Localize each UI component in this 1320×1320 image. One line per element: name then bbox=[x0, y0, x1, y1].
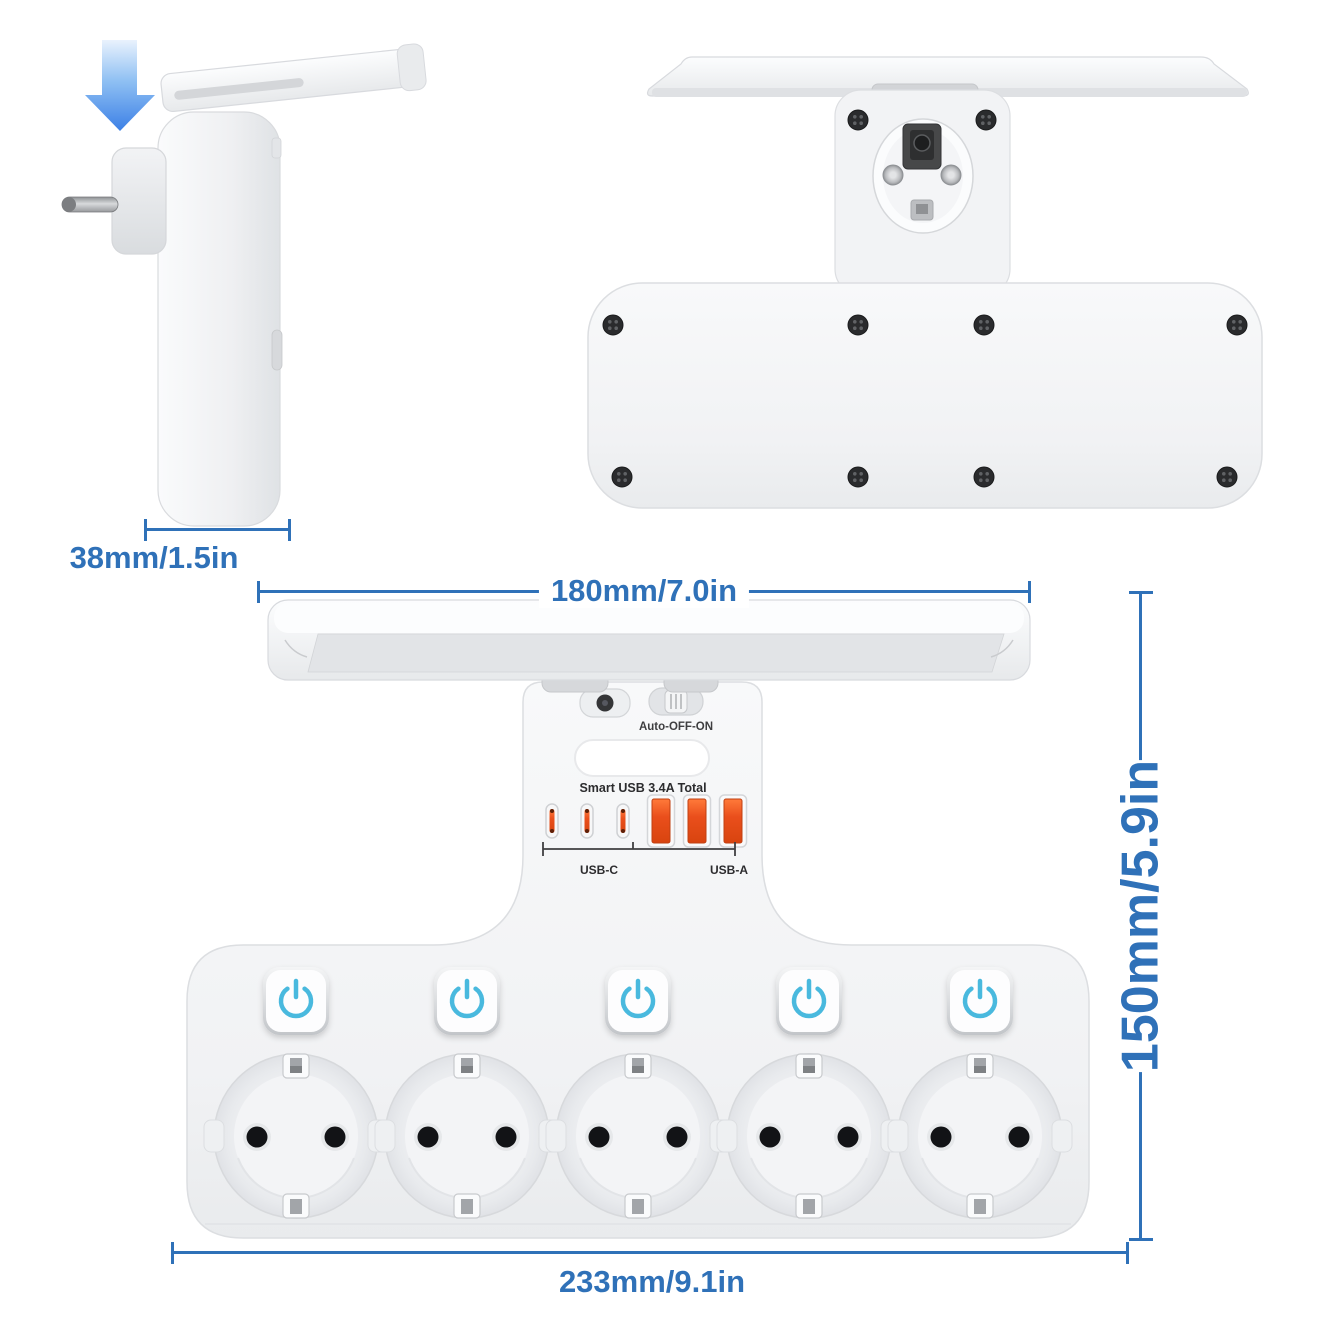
screw bbox=[611, 466, 633, 488]
night-light bbox=[574, 739, 710, 777]
back-body bbox=[587, 282, 1263, 509]
dimension-label-depth: 38mm/1.5in bbox=[69, 540, 239, 575]
usb-c-port[interactable] bbox=[580, 803, 594, 839]
light-sensor-dot bbox=[602, 700, 608, 706]
dimension-line-depth bbox=[144, 518, 291, 541]
back-plug-pin-right bbox=[940, 164, 962, 186]
usb-section-title: Smart USB 3.4A Total bbox=[579, 781, 706, 795]
back-view-figure bbox=[587, 56, 1263, 509]
usb-a-port[interactable] bbox=[718, 794, 748, 848]
dimension-line-bottom-width bbox=[171, 1241, 1129, 1264]
power-button[interactable] bbox=[605, 967, 671, 1035]
power-button[interactable] bbox=[776, 967, 842, 1035]
dimension-label-height: 150mm/5.9in bbox=[1099, 759, 1183, 1073]
screw bbox=[1226, 314, 1248, 336]
usb-a-port[interactable] bbox=[682, 794, 712, 848]
screw bbox=[975, 109, 997, 131]
back-plug-pin-left bbox=[882, 164, 904, 186]
plug-pin-tip bbox=[62, 197, 76, 212]
switch-label: Auto-OFF-ON bbox=[639, 721, 713, 733]
front-view-figure: Auto-OFF-ON Smart USB 3.4A Total USB-C U… bbox=[186, 599, 1090, 1239]
screw bbox=[973, 314, 995, 336]
dimension-label-top-width: 180mm/7.0in bbox=[538, 574, 750, 608]
usb-c-label: USB-C bbox=[580, 863, 618, 877]
screw bbox=[847, 314, 869, 336]
shelf-end-ridges bbox=[284, 639, 1014, 658]
power-button[interactable] bbox=[263, 967, 329, 1035]
usb-group-bracket bbox=[542, 842, 736, 856]
side-top-tab bbox=[271, 137, 282, 159]
power-button[interactable] bbox=[947, 967, 1013, 1035]
phone-shelf-top-face bbox=[274, 603, 1024, 633]
plug-bottom-latch-slot bbox=[916, 204, 928, 214]
screw bbox=[847, 109, 869, 131]
plug-latch-hole bbox=[913, 134, 931, 152]
down-arrow-icon bbox=[85, 40, 155, 131]
screw bbox=[973, 466, 995, 488]
usb-a-label: USB-A bbox=[710, 863, 748, 877]
screw bbox=[1216, 466, 1238, 488]
usb-c-port[interactable] bbox=[616, 803, 630, 839]
screw bbox=[602, 314, 624, 336]
screw bbox=[847, 466, 869, 488]
side-view-figure bbox=[61, 40, 427, 527]
side-body-column bbox=[157, 111, 281, 527]
side-mount-slot bbox=[271, 329, 283, 371]
phone-shelf-recess bbox=[307, 633, 1005, 673]
side-plug-block bbox=[111, 147, 167, 255]
usb-c-port[interactable] bbox=[545, 803, 559, 839]
usb-a-port[interactable] bbox=[646, 794, 676, 848]
power-button[interactable] bbox=[434, 967, 500, 1035]
dimension-label-bottom-width: 233mm/9.1in bbox=[558, 1264, 746, 1299]
side-shelf-folded bbox=[160, 43, 427, 113]
